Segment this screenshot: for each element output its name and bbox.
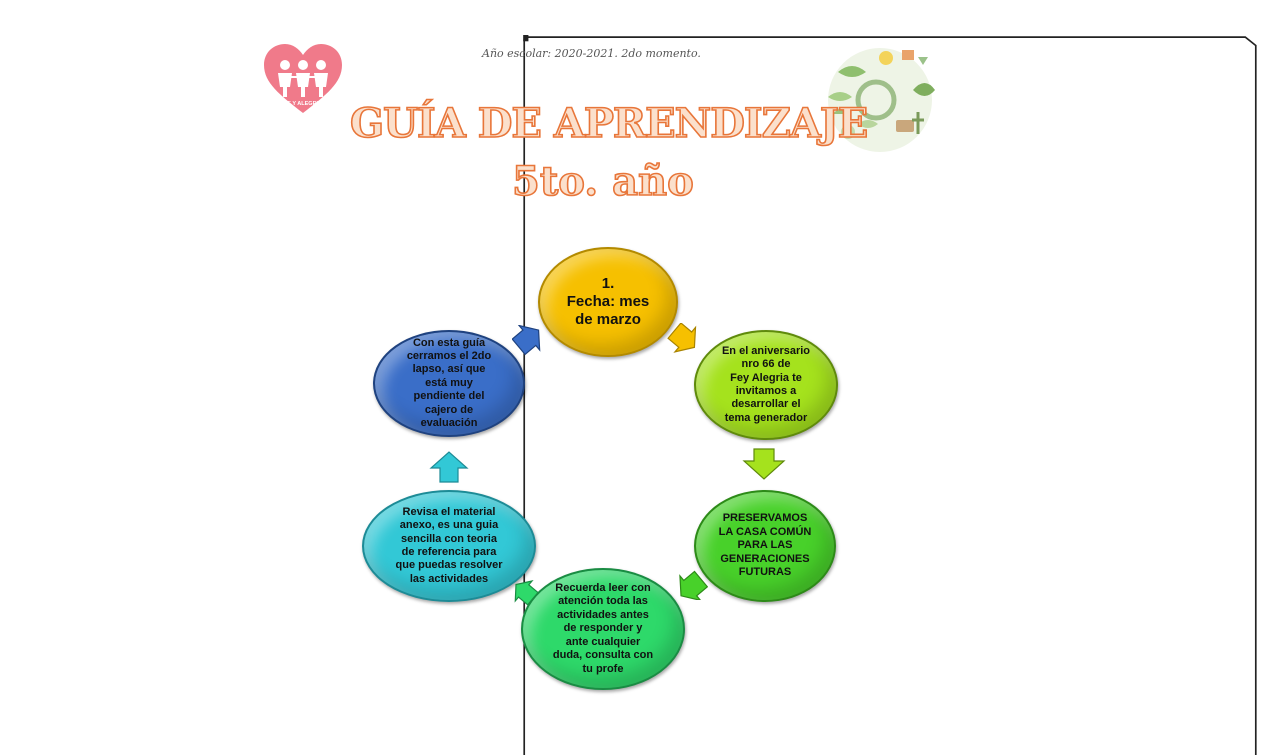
cycle-step-review-material: Revisa el material anexo, es una guia se… [362, 490, 536, 602]
school-year-header: Año escolar: 2020-2021. 2do momento. [482, 47, 701, 60]
grade-title: 5to. año [511, 157, 694, 206]
cycle-step-read-carefully: Recuerda leer con atención toda las acti… [521, 568, 685, 690]
arrow-step6-to-step1 [512, 325, 541, 356]
guide-title: GUÍA DE APRENDIZAJE [349, 99, 869, 148]
arrow-step1-to-step2 [667, 323, 697, 353]
cycle-step-theme: PRESERVAMOS LA CASA COMÚN PARA LAS GENER… [694, 490, 836, 602]
cycle-step-anniversary: En el aniversario nro 66 de Fey Alegria … [694, 330, 838, 440]
logo-text: FE Y ALEGRIA [284, 101, 322, 107]
arrow-step5-to-step6 [429, 451, 469, 483]
cycle-step-close-lapse: Con esta guía cerramos el 2do lapso, así… [373, 330, 525, 437]
cycle-step-date: 1. Fecha: mes de marzo [538, 247, 678, 357]
arrow-step2-to-step3 [742, 448, 786, 480]
ecology-illustration [818, 42, 942, 154]
fe-y-alegria-logo: FE Y ALEGRIA [262, 43, 344, 115]
arrow-step3-to-step4 [679, 570, 708, 600]
arrow-step4-to-step5 [514, 580, 539, 606]
